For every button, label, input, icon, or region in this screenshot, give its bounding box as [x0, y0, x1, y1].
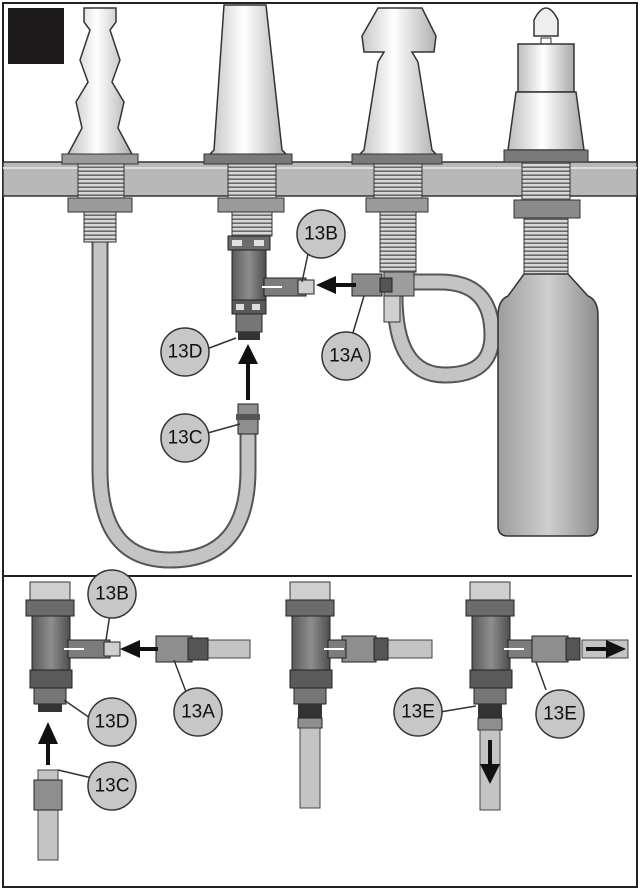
- handle-fixture: [351, 7, 443, 323]
- spray-hose-outline: [91, 240, 257, 569]
- push-arrow-icon: [38, 722, 58, 765]
- callout-13e-right: 13E: [535, 661, 585, 739]
- callout-label: 13A: [181, 702, 215, 723]
- push-arrow-icon: [238, 344, 258, 400]
- push-arrow-icon: [120, 640, 158, 658]
- callout-13c-detail: 13C: [57, 761, 137, 811]
- callout-label: 13D: [168, 342, 203, 363]
- soap-bottle: [497, 273, 599, 537]
- callout-label: 13D: [95, 712, 130, 733]
- callout-13b-detail: 13B: [87, 569, 137, 641]
- soap-dispenser-fixture: [497, 7, 599, 537]
- callout-label: 13C: [95, 776, 130, 797]
- callout-13d-top: 13D: [160, 327, 237, 377]
- detail-connect-view: 13B 13D 13A 13C: [25, 569, 251, 861]
- callout-13b-top: 13B: [296, 209, 346, 283]
- push-arrow-icon: [316, 276, 356, 294]
- deck-assembly: 13B 13D 13A 13C: [2, 4, 638, 569]
- callout-label: 13B: [304, 224, 338, 245]
- spray-hose: [93, 240, 255, 567]
- callout-label: 13C: [168, 428, 203, 449]
- side-spray-fixture: [61, 7, 139, 243]
- callout-label: 13A: [329, 346, 363, 367]
- callout-13c-top: 13C: [160, 413, 241, 463]
- loop-hose: [388, 275, 499, 382]
- detail-connected-view: [285, 581, 433, 809]
- callout-label: 13E: [401, 702, 435, 723]
- detail-disconnect-view: 13E 13E: [393, 581, 629, 811]
- callout-13d-detail: 13D: [63, 697, 137, 747]
- callout-13e-left: 13E: [393, 687, 477, 737]
- pull-arrow-icon: [586, 640, 626, 658]
- callout-13a-detail: 13A: [173, 659, 223, 737]
- step-marker-icon: [8, 8, 64, 64]
- callout-label: 13E: [543, 704, 577, 725]
- pull-arrow-icon: [480, 740, 500, 784]
- spout-fixture: [203, 4, 315, 340]
- callout-13a-top: 13A: [321, 295, 371, 381]
- callout-label: 13B: [95, 584, 129, 605]
